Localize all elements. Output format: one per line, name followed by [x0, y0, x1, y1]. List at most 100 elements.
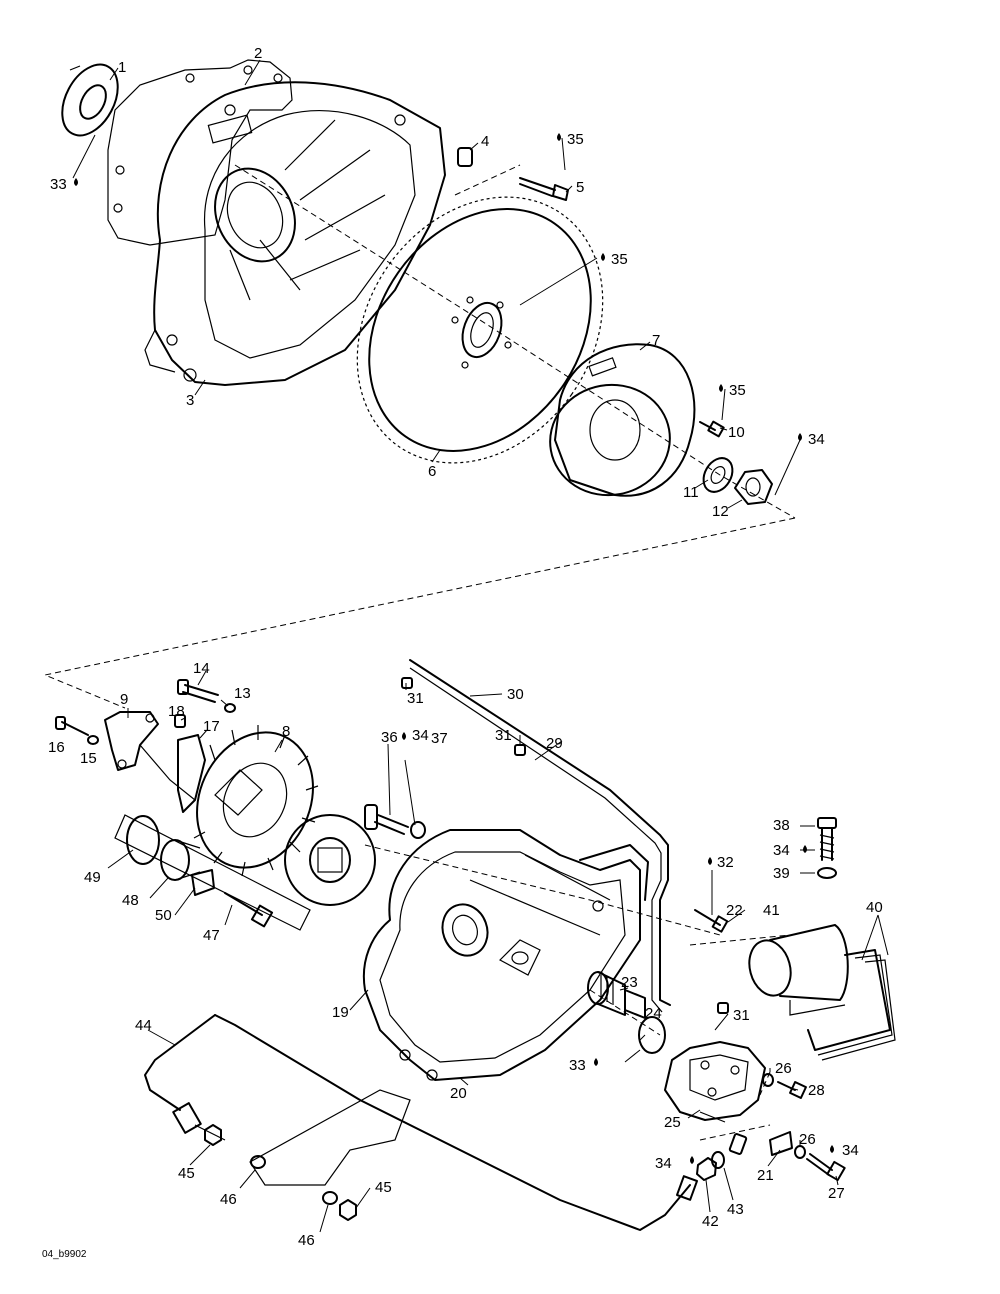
callout-28: 28: [808, 1082, 825, 1099]
callout-19: 19: [332, 1004, 349, 1021]
washer-part-46-a: [250, 1155, 266, 1169]
drop-icon: [708, 857, 712, 865]
washer-part-11: [702, 457, 734, 493]
drop-icon: [803, 845, 807, 853]
callout-33-b: 33: [569, 1057, 586, 1074]
plate-part-21: [769, 1131, 793, 1156]
callout-46-b: 46: [298, 1232, 315, 1249]
callout-18: 18: [168, 703, 185, 720]
callout-25: 25: [664, 1114, 681, 1131]
callout-11: 11: [683, 484, 699, 501]
callout-26-b: 26: [799, 1131, 816, 1148]
drop-icon: [74, 178, 78, 186]
callout-48: 48: [122, 892, 139, 909]
washer-part-13: [224, 703, 236, 713]
callout-27: 27: [828, 1185, 845, 1202]
callout-38: 38: [773, 817, 790, 834]
lubricant-drop-icons: [74, 133, 834, 1164]
callout-2: 2: [254, 45, 262, 62]
callout-36: 36: [381, 729, 398, 746]
terminal-part-47: [224, 892, 274, 928]
drop-icon: [830, 1145, 834, 1153]
bracket-part-17: [177, 734, 206, 813]
cable-part-30: [409, 659, 671, 1006]
grommet-part-49: [126, 815, 160, 865]
callout-50: 50: [155, 907, 172, 924]
housing-gasket-part-2: [107, 59, 293, 246]
cable-part-30-edge: [409, 667, 663, 1013]
screw-part-14: [177, 679, 219, 703]
drop-icon: [690, 1156, 694, 1164]
callout-34-c: 34: [773, 842, 790, 859]
clip-part-50: [191, 869, 215, 896]
callout-35-b: 35: [611, 251, 628, 268]
callout-1: 1: [118, 59, 126, 76]
connector-detail-circle: [284, 814, 376, 906]
callout-labels: 1 2 3 4 5 6 7 10 11 12 33 35 35 35 34 14…: [42, 45, 883, 1260]
callout-34-a: 34: [808, 431, 825, 448]
callout-23: 23: [621, 974, 638, 991]
callout-45-a: 45: [178, 1165, 195, 1182]
screw-part-16: [55, 716, 89, 736]
callout-31-c: 31: [733, 1007, 750, 1024]
magneto-cover-part-19: [362, 829, 649, 1081]
callout-44: 44: [135, 1017, 152, 1034]
callout-5: 5: [576, 179, 584, 196]
rotor-part-7: [549, 343, 696, 497]
nut-part-45-b: [339, 1199, 357, 1221]
callout-10: 10: [728, 424, 745, 441]
callout-8: 8: [282, 723, 290, 740]
inset-frame: [114, 814, 311, 931]
callout-21: 21: [757, 1167, 774, 1184]
washer-part-15: [87, 735, 99, 745]
connector-line: [43, 517, 796, 709]
screw-part-28: [777, 1081, 807, 1099]
callout-17: 17: [203, 718, 220, 735]
screw-part-5: [519, 177, 569, 201]
callout-45-b: 45: [375, 1179, 392, 1196]
callout-29: 29: [546, 735, 563, 752]
callout-4: 4: [481, 133, 489, 150]
callout-32: 32: [717, 854, 734, 871]
callout-47: 47: [203, 927, 220, 944]
callout-40: 40: [866, 899, 883, 916]
callout-35-c: 35: [729, 382, 746, 399]
callout-3: 3: [186, 392, 194, 409]
throttle-bracket: [249, 1089, 411, 1186]
callout-34-b: 34: [412, 727, 429, 744]
ring-gear-flywheel-part-6: [356, 196, 604, 464]
callout-34-d: 34: [842, 1142, 859, 1159]
callout-31-b: 31: [495, 727, 512, 744]
drop-icon: [557, 133, 561, 141]
screw-part-10: [699, 420, 725, 438]
clip-part-31-a: [401, 677, 413, 689]
callout-34-e: 34: [655, 1155, 672, 1172]
callout-15: 15: [80, 750, 97, 767]
screw-part-27: [806, 1153, 846, 1182]
callout-6: 6: [428, 463, 436, 480]
upper-axis-line: [234, 164, 796, 519]
nut-part-12: [734, 469, 773, 505]
callout-35-a: 35: [567, 131, 584, 148]
callout-14: 14: [193, 660, 210, 677]
callout-49: 49: [84, 869, 101, 886]
bushing-part-43: [711, 1133, 748, 1169]
gear-shaft-part-23: [587, 971, 646, 1019]
washer-part-46-b: [322, 1191, 338, 1205]
drawing-code: 04_b9902: [42, 1249, 87, 1260]
washer-part-26-a: [762, 1073, 774, 1087]
callout-42: 42: [702, 1213, 719, 1230]
callout-33-a: 33: [50, 176, 67, 193]
callout-26-a: 26: [775, 1060, 792, 1077]
leader-lines: [72, 59, 889, 1233]
callout-9: 9: [120, 691, 128, 708]
flywheel-housing-part-3: [144, 81, 446, 386]
callout-37: 37: [431, 730, 448, 747]
screw-part-38: [817, 817, 837, 861]
callout-12: 12: [712, 503, 729, 520]
pickup-bracket-part-9: [104, 711, 196, 801]
dowel-pin-part-4: [457, 147, 473, 167]
callout-39: 39: [773, 865, 790, 882]
callout-41: 41: [763, 902, 780, 919]
